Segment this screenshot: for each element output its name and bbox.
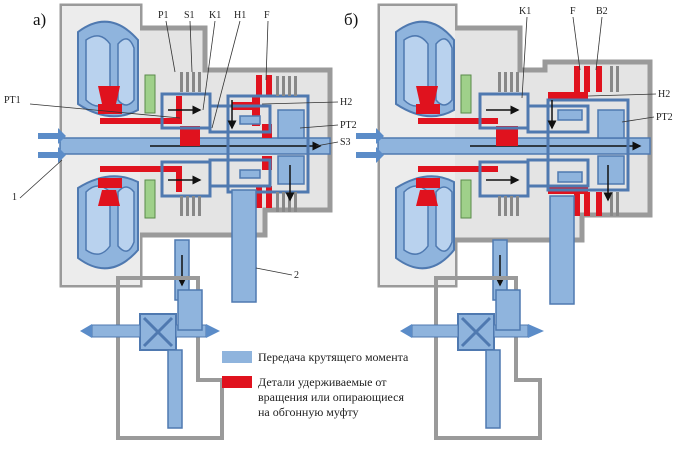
- reactor-red: [98, 86, 122, 206]
- lockup-clutch-upper-b: [460, 74, 472, 114]
- reactor-red-b: [416, 86, 440, 206]
- label-k1-b: K1: [519, 6, 531, 17]
- torque-converter-lower: [77, 175, 139, 270]
- lockup-clutch-lower-b: [460, 179, 472, 219]
- label-h2: H2: [340, 97, 352, 108]
- legend-held-line3: на обгонную муфту: [258, 405, 358, 419]
- flow-arrows-b: [486, 100, 613, 202]
- panel-a-title: а): [33, 10, 46, 29]
- planetary-set-2: [239, 109, 305, 185]
- label-pt2-b: PT2: [656, 112, 673, 123]
- label-f: F: [264, 10, 270, 21]
- clutch-packs-a: [180, 72, 297, 216]
- label-h2-b: H2: [658, 89, 670, 100]
- axle-arrow-left-b: [400, 324, 412, 338]
- panel-b-title: б): [344, 10, 358, 29]
- inlet-arrow-lower-b: [356, 147, 384, 163]
- leader-lines-b: [521, 16, 657, 123]
- label-h1: H1: [234, 10, 246, 21]
- label-s3: S3: [340, 137, 351, 148]
- final-drive-housing-b: [434, 276, 542, 440]
- label-b2-b: B2: [596, 6, 608, 17]
- axle-arrow-right: [206, 324, 220, 338]
- flow-arrows-a: [168, 100, 295, 202]
- panel-b: б) K1 F B2 H2 PT2: [344, 3, 673, 440]
- label-1: 1: [12, 192, 17, 203]
- label-2: 2: [294, 270, 299, 281]
- output-shaft-vertical: [231, 189, 257, 303]
- legend: Передача крутящего момента Детали удержи…: [222, 350, 409, 419]
- legend-swatch-held: [222, 376, 252, 388]
- inlet-arrow-upper: [38, 128, 66, 144]
- legend-torque-text: Передача крутящего момента: [258, 350, 409, 364]
- legend-held-line1: Детали удерживаемые от: [258, 375, 387, 389]
- legend-swatch-torque: [222, 351, 252, 363]
- clutch-packs-b: [498, 66, 619, 216]
- label-s1: S1: [184, 10, 195, 21]
- panel-a: а) P1 S1 K1 H1 F PT1 H2 PT2 S3 1 2: [4, 3, 357, 440]
- label-k1: K1: [209, 10, 221, 21]
- inlet-arrow-upper-b: [356, 128, 384, 144]
- axle-arrow-left: [80, 324, 92, 338]
- axle-arrow-right-b: [528, 324, 544, 338]
- label-f-b: F: [570, 6, 576, 17]
- leader-lines-a: [19, 20, 339, 276]
- output-shaft-vertical-b: [549, 195, 575, 305]
- axle-left-b: [411, 324, 459, 338]
- lockup-clutch-lower: [144, 179, 156, 219]
- planetary-fill-b: [557, 109, 625, 185]
- axle-left: [91, 324, 141, 338]
- label-pt2: PT2: [340, 120, 357, 131]
- planetary-set-1: [160, 92, 310, 198]
- label-pt1: PT1: [4, 95, 21, 106]
- inlet-arrow-lower: [38, 147, 66, 163]
- legend-held-line2: вращения или опирающиеся: [258, 390, 405, 404]
- torque-converter-upper-b: [395, 20, 455, 118]
- lockup-clutch-upper: [144, 74, 156, 114]
- label-p1: P1: [158, 10, 169, 21]
